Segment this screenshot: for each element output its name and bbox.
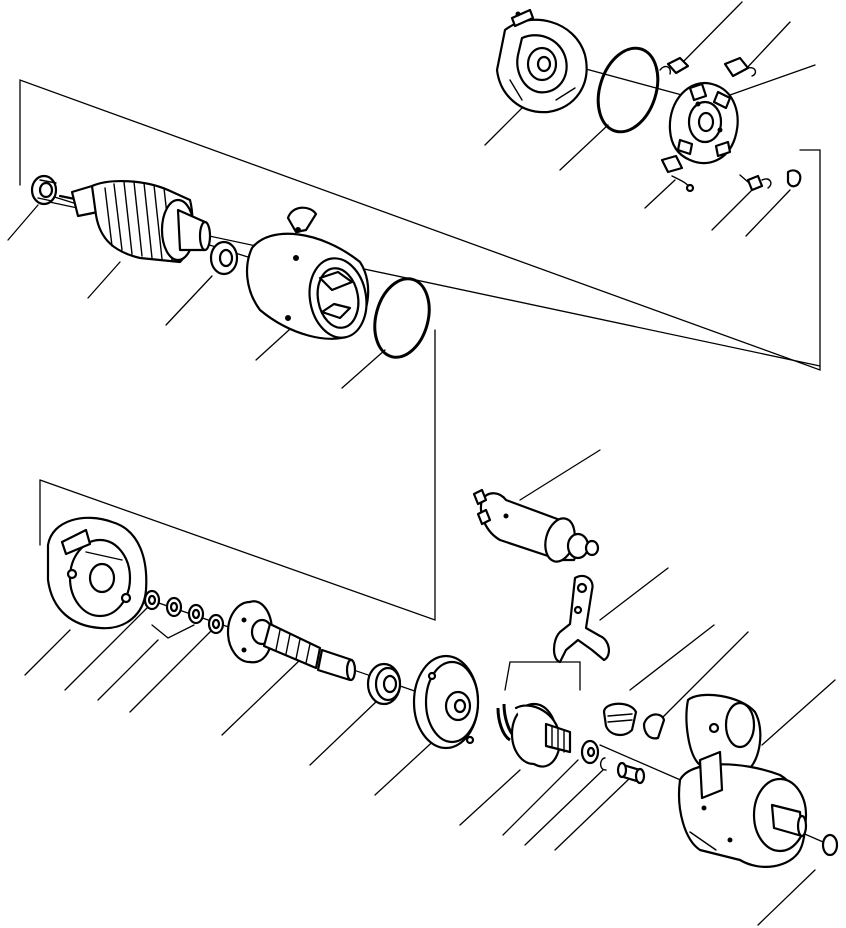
dust-cap [642,713,666,740]
gear-plate [412,654,480,750]
washer-c [187,603,205,625]
armature-bearing-rear [30,174,58,206]
yoke [246,206,370,340]
brush-lower [660,154,695,193]
housing [678,693,808,868]
armature [58,179,212,264]
overrunning-clutch [496,702,572,768]
brush-spring-lower [739,174,772,192]
snap-ring [599,757,607,771]
shift-lever [552,574,610,664]
pinion-shaft [226,600,322,670]
o-ring-yoke [373,277,431,359]
spring-cap [602,702,638,736]
solenoid [472,488,600,563]
center-bracket [46,516,148,630]
rear-bracket [495,8,588,114]
brush-holder [668,81,739,165]
pinion-collar [580,739,600,765]
o-ring-large [596,46,660,134]
washer-b [165,596,183,618]
brush-clip [786,169,802,188]
pinion-stop [616,761,646,785]
washer-d [151,613,225,639]
shaft-sleeve [316,648,357,682]
end-snap-ring [821,833,839,857]
armature-bearing-front [209,240,239,276]
washer-a [143,589,161,611]
brush-upper [723,56,757,78]
shaft-bearing [366,662,402,706]
brush-spring-upper [659,56,690,75]
leader-lines [7,1,836,926]
